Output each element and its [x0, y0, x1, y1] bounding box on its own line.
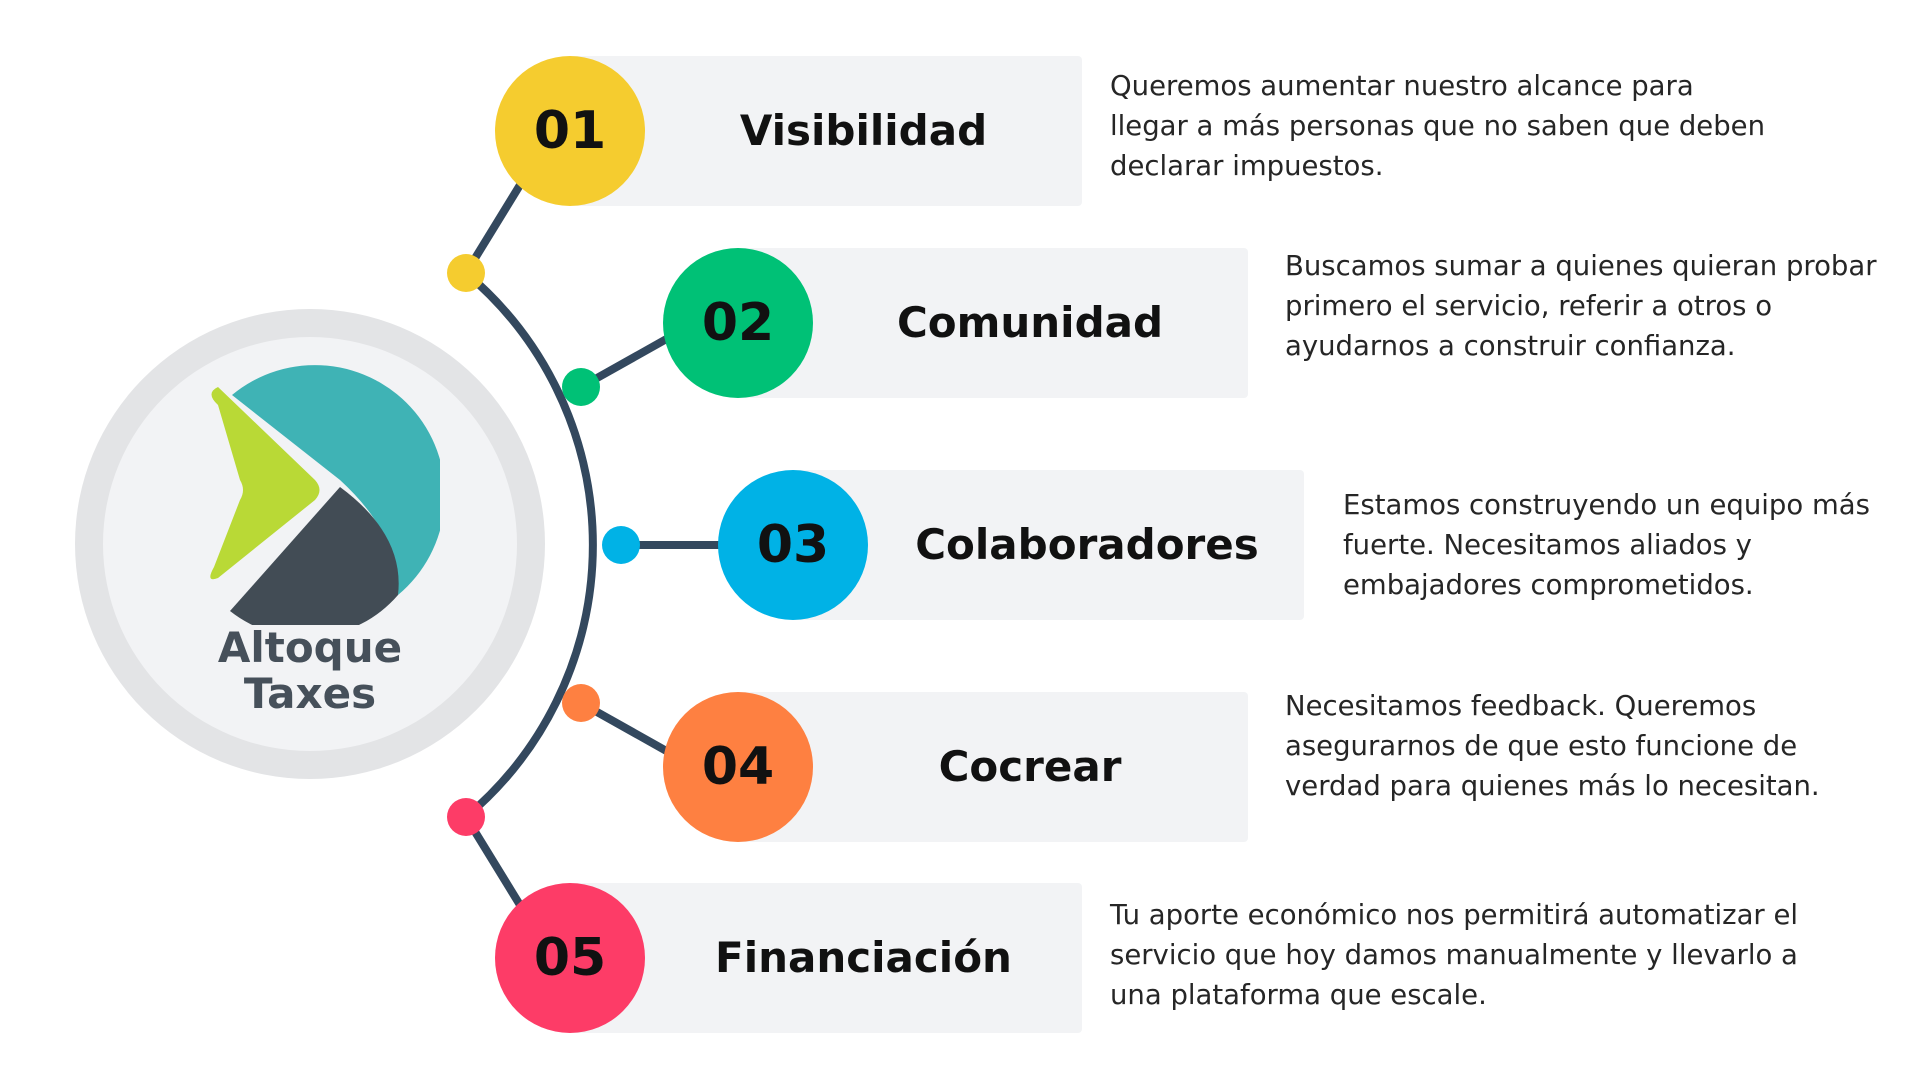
- logo-teal-shape: [232, 365, 440, 595]
- step-title-04: Cocrear: [938, 742, 1122, 791]
- step-description-04: Necesitamos feedback. Queremos asegurarn…: [1285, 690, 1820, 802]
- step-number-03: 03: [718, 470, 868, 620]
- step-description-05: Tu aporte económico nos permitirá automa…: [1110, 899, 1799, 1011]
- step-card-04: [735, 692, 1248, 842]
- joint-dot-01: [447, 254, 485, 292]
- connector-arc: [462, 269, 597, 821]
- step-title-03: Colaboradores: [915, 520, 1259, 569]
- step-description-02: Buscamos sumar a quienes quieran probar …: [1285, 250, 1877, 362]
- brand-line-2: Taxes: [243, 669, 377, 718]
- step-card-02: [735, 248, 1248, 398]
- step-title-05: Financiación: [715, 933, 1012, 982]
- step-card-05: [570, 883, 1082, 1033]
- logo-lime-shape: [210, 387, 320, 580]
- step-card-01: [570, 56, 1082, 206]
- joint-dot-03: [602, 526, 640, 564]
- step-description-03: Estamos construyendo un equipo más fuert…: [1343, 489, 1870, 601]
- step-title-02: Comunidad: [896, 298, 1164, 347]
- step-card-03: [790, 470, 1304, 620]
- step-description-01: Queremos aumentar nuestro alcance para l…: [1110, 70, 1766, 182]
- brand-line-1: Altoque: [217, 623, 403, 672]
- joint-dot-04: [562, 684, 600, 722]
- altoque-logo-icon: [210, 365, 440, 625]
- logo-dark-shape: [230, 487, 399, 625]
- step-number-05: 05: [495, 883, 645, 1033]
- step-title-01: Visibilidad: [739, 106, 988, 155]
- step-number-04: 04: [663, 692, 813, 842]
- step-number-02: 02: [663, 248, 813, 398]
- joint-dot-05: [447, 798, 485, 836]
- joint-dot-02: [562, 368, 600, 406]
- brand-name: Altoque Taxes: [160, 625, 460, 717]
- step-number-01: 01: [495, 56, 645, 206]
